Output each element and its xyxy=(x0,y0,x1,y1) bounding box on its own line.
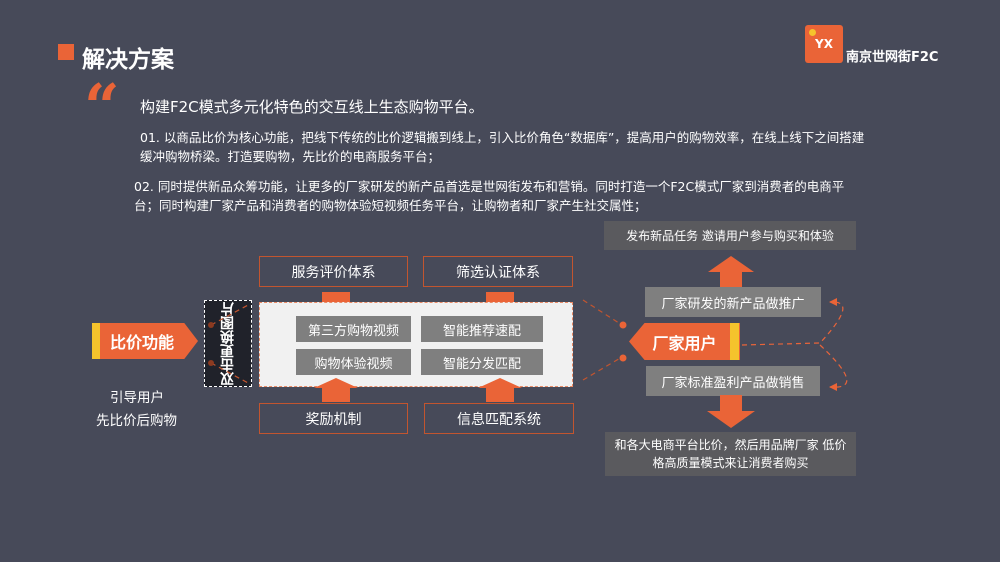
logo-dot xyxy=(809,29,816,36)
arrow-up-tip xyxy=(708,256,754,272)
smart-distribute: 智能分发匹配 xyxy=(421,349,543,375)
service-review-box: 服务评价体系 xyxy=(259,256,408,287)
compare-platforms-box: 和各大电商平台比价，然后用品牌厂家 低价格高质量模式来让消费者购买 xyxy=(605,432,856,476)
promo-box: 厂家研发的新产品做推广 xyxy=(645,287,821,317)
quote-icon: “ xyxy=(84,70,120,143)
arrow-up xyxy=(486,388,514,402)
left-caption-1: 引导用户 xyxy=(110,390,164,406)
manufacturer-user-label: 厂家用户 xyxy=(629,323,740,360)
logo-text: YX xyxy=(815,37,833,51)
arrow-up xyxy=(720,272,742,288)
arrow-down xyxy=(720,395,742,411)
page-title: 解决方案 xyxy=(82,47,174,73)
headline: 构建F2C模式多元化特色的交互线上生态购物平台。 xyxy=(140,98,484,116)
left-caption-2: 先比价后购物 xyxy=(96,413,177,429)
left-accent xyxy=(92,323,100,359)
third-party-video: 第三方购物视频 xyxy=(296,316,411,342)
point-1: 01. 以商品比价为核心功能，把线下传统的比价逻辑搬到线上，引入比价角色“数据库… xyxy=(140,130,865,164)
arrow-up-tip xyxy=(478,378,522,388)
filter-cert-box: 筛选认证体系 xyxy=(423,256,573,287)
arrow-up-tip xyxy=(314,378,358,388)
point-2: 02. 同时提供新品众筹功能，让更多的厂家研发的新产品首选是世网街发布和营销。同… xyxy=(134,179,845,213)
brand-name: 南京世网街F2C xyxy=(846,50,939,65)
title-marker xyxy=(58,44,74,60)
smart-recommend: 智能推荐速配 xyxy=(421,316,543,342)
experience-video: 购物体验视频 xyxy=(296,349,411,375)
publish-task-box: 发布新品任务 邀请用户参与购买和体验 xyxy=(604,221,856,250)
right-accent xyxy=(730,323,739,360)
reward-box: 奖励机制 xyxy=(259,403,408,434)
sales-box: 厂家标准盈利产品做销售 xyxy=(646,366,820,396)
arrow-down-tip xyxy=(707,411,755,428)
brand-logo: YX xyxy=(805,25,843,63)
info-match-box: 信息匹配系统 xyxy=(424,403,574,434)
arrow-up xyxy=(322,388,350,402)
compare-function-label: 比价功能 xyxy=(100,323,198,359)
